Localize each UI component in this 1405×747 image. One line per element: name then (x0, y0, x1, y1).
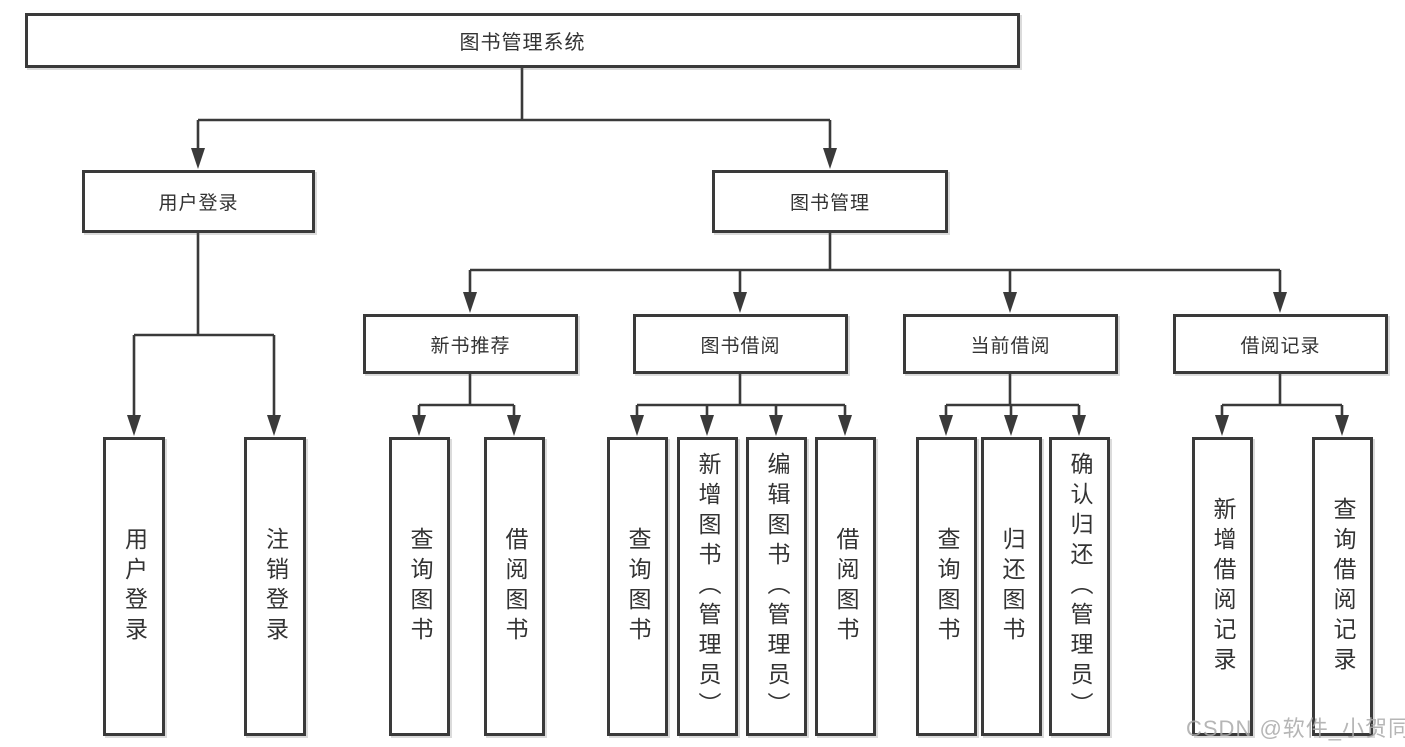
connector-login-to-leaves (132, 233, 276, 417)
node-label: 图书借阅 (700, 335, 781, 357)
arrowhead-module-records (1273, 292, 1287, 313)
leaf-add-book-admin: 新增图书（管理员） (677, 437, 738, 736)
arrowhead-g5c1 (1215, 415, 1229, 436)
arrowhead-leaf-logout (267, 415, 281, 436)
node-label: 借阅图书 (502, 526, 528, 647)
node-label: 归还图书 (999, 526, 1025, 647)
node-book-borrowing: 图书借阅 (633, 314, 848, 374)
node-label: 注销登录 (262, 526, 289, 647)
node-borrowing-records: 借阅记录 (1173, 314, 1388, 374)
leaf-query-books-borrow: 查询图书 (607, 437, 668, 736)
leaf-query-borrow-record: 查询借阅记录 (1312, 437, 1373, 736)
node-label: 查询图书 (934, 526, 960, 647)
arrowhead-branch-mgmt (823, 148, 837, 169)
node-label: 编辑图书（管理员） (764, 451, 790, 722)
connector-root-to-branches (196, 68, 832, 150)
node-label: 新增借阅记录 (1210, 496, 1236, 677)
arrowhead-g2c1 (412, 415, 426, 436)
arrowhead-module-newbook (463, 292, 477, 313)
node-label: 新书推荐 (430, 335, 511, 357)
leaf-return-book: 归还图书 (981, 437, 1042, 736)
leaf-query-books-recommend: 查询图书 (389, 437, 450, 736)
node-label: 确认归还（管理员） (1067, 451, 1093, 722)
node-label: 借阅图书 (833, 526, 859, 647)
node-label: 借阅记录 (1240, 335, 1321, 357)
leaf-edit-book-admin: 编辑图书（管理员） (746, 437, 807, 736)
node-label: 用户登录 (121, 526, 148, 647)
node-label: 图书管理系统 (459, 32, 586, 54)
node-user-login: 用户登录 (82, 170, 315, 233)
arrowhead-module-current (1003, 292, 1017, 313)
arrowhead-module-borrow (733, 292, 747, 313)
arrowhead-g4c2 (1004, 415, 1018, 436)
node-label: 当前借阅 (970, 335, 1051, 357)
leaf-borrow-books: 借阅图书 (815, 437, 876, 736)
leaf-user-login: 用户登录 (103, 437, 165, 736)
node-label: 查询借阅记录 (1330, 496, 1356, 677)
arrowhead-g3c2 (700, 415, 714, 436)
connector-newbook-to-leaves (417, 374, 516, 417)
arrowhead-g2c2 (507, 415, 521, 436)
arrowhead-g4c3 (1072, 415, 1086, 436)
arrowhead-g3c3 (769, 415, 783, 436)
node-library-management-system: 图书管理系统 (25, 13, 1020, 68)
arrowhead-leaf-user-login (127, 415, 141, 436)
node-current-borrowing: 当前借阅 (903, 314, 1118, 374)
connector-current-to-leaves (944, 374, 1081, 417)
node-label: 图书管理 (789, 193, 870, 214)
arrowhead-branch-login (191, 148, 205, 169)
connector-records-to-leaves (1220, 374, 1344, 417)
arrowhead-g3c4 (838, 415, 852, 436)
node-new-book-recommendation: 新书推荐 (363, 314, 578, 374)
leaf-confirm-return-admin: 确认归还（管理员） (1049, 437, 1110, 736)
connector-borrow-to-leaves (635, 374, 847, 417)
node-label: 查询图书 (625, 526, 651, 647)
csdn-watermark: CSDN @软件_小贺同学 (1186, 716, 1405, 741)
arrowhead-g5c2 (1335, 415, 1349, 436)
node-label: 新增图书（管理员） (695, 451, 721, 722)
leaf-borrow-books-recommend: 借阅图书 (484, 437, 545, 736)
connector-mgmt-to-modules (468, 233, 1282, 296)
arrowhead-g3c1 (630, 415, 644, 436)
node-book-management: 图书管理 (712, 170, 948, 233)
leaf-add-borrow-record: 新增借阅记录 (1192, 437, 1253, 736)
arrowhead-g4c1 (939, 415, 953, 436)
leaf-query-books-current: 查询图书 (916, 437, 977, 736)
node-label: 用户登录 (158, 193, 239, 214)
leaf-logout: 注销登录 (244, 437, 306, 736)
node-label: 查询图书 (407, 526, 433, 647)
